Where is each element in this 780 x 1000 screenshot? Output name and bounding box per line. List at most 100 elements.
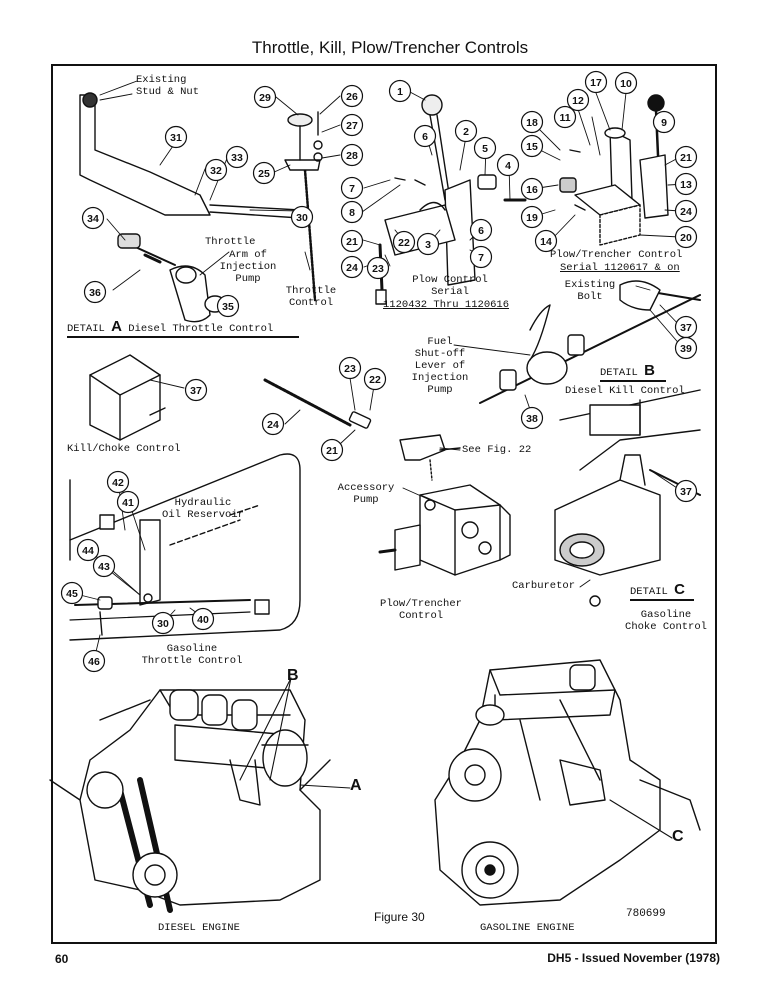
carburetor-drawing [554, 389, 701, 607]
callout-32: 32 [204, 158, 228, 182]
throttle-cable-30 [284, 111, 323, 302]
callout-circle [151, 611, 175, 635]
callout-circle [76, 538, 100, 562]
callout-number: 21 [346, 236, 358, 248]
callout-number: 28 [346, 150, 358, 162]
callout-circle [83, 280, 107, 304]
callout-number: 39 [680, 343, 692, 355]
callout-46: 46 [82, 649, 106, 673]
callout-circle [252, 161, 276, 185]
accessory-pump-drawing [378, 484, 511, 576]
callout-circle [496, 153, 520, 177]
callout-3: 3 [416, 232, 440, 256]
callout-26: 26 [340, 84, 364, 108]
callout-39: 39 [674, 336, 698, 360]
callout-circle [469, 218, 493, 242]
diesel-engine-drawing [49, 689, 331, 913]
callout-15: 15 [520, 134, 544, 158]
figure-label: Figure 30 [374, 910, 425, 924]
callout-circle [366, 256, 390, 280]
callout-circle [553, 105, 577, 129]
callout-number: 7 [349, 183, 355, 195]
callout-number: 21 [326, 445, 338, 457]
callout-21: 21 [320, 438, 344, 462]
callout-17: 17 [584, 70, 608, 94]
callout-circle [674, 172, 698, 196]
callout-number: 38 [526, 413, 538, 425]
callout-21: 21 [340, 229, 364, 253]
plow-trencher-control-top [559, 94, 669, 246]
callout-circle [534, 229, 558, 253]
callout-number: 37 [680, 322, 692, 334]
callout-number: 18 [526, 117, 538, 129]
callout-number: 37 [680, 486, 692, 498]
callout-29: 29 [253, 85, 277, 109]
callout-circle [469, 245, 493, 269]
clevis-34 [117, 233, 176, 266]
callout-circle [81, 206, 105, 230]
callout-circle [290, 205, 314, 229]
callout-43: 43 [92, 554, 116, 578]
callout-circle [652, 110, 676, 134]
callout-6: 6 [469, 218, 493, 242]
callout-41: 41 [116, 490, 140, 514]
callout-number: 41 [122, 497, 134, 509]
callout-24: 24 [674, 199, 698, 223]
callout-circle [216, 294, 240, 318]
callout-number: 6 [478, 225, 484, 237]
pointer-letter-b: B [287, 667, 299, 684]
label-kill-choke: Kill/Choke Control [67, 443, 181, 455]
callout-number: 13 [680, 179, 692, 191]
callout-circle [520, 110, 544, 134]
kill-choke-bracket [89, 354, 166, 441]
callout-number: 34 [87, 213, 99, 225]
callout-number: 46 [88, 656, 100, 668]
callout-circle [92, 554, 116, 578]
callout-number: 30 [157, 618, 169, 630]
callout-circle [454, 119, 478, 143]
callout-30: 30 [290, 205, 314, 229]
callout-40: 40 [191, 607, 215, 631]
callout-30: 30 [151, 611, 175, 635]
callout-circle [416, 232, 440, 256]
callout-number: 8 [349, 207, 355, 219]
callout-circle [614, 71, 638, 95]
callout-number: 23 [372, 263, 384, 275]
callout-number: 16 [526, 184, 538, 196]
callout-16: 16 [520, 177, 544, 201]
callout-2: 2 [454, 119, 478, 143]
gasoline-engine-drawing [434, 659, 701, 906]
callout-42: 42 [106, 470, 130, 494]
callout-31: 31 [164, 125, 188, 149]
callout-25: 25 [252, 161, 276, 185]
callout-circle [413, 124, 437, 148]
callout-number: 33 [231, 152, 243, 164]
callout-circle [164, 125, 188, 149]
callout-number: 22 [398, 237, 410, 249]
callout-37: 37 [674, 315, 698, 339]
callout-6: 6 [413, 124, 437, 148]
callout-27: 27 [340, 113, 364, 137]
callout-circle [204, 158, 228, 182]
callout-7: 7 [340, 176, 364, 200]
callout-34: 34 [81, 206, 105, 230]
callout-33: 33 [225, 145, 249, 169]
callout-9: 9 [652, 110, 676, 134]
label-plow-control-serial: 1120432 Thru 1120616 [383, 299, 510, 311]
callout-circle [674, 199, 698, 223]
callout-number: 12 [572, 95, 584, 107]
label-carburetor: Carburetor [512, 580, 576, 592]
callout-number: 31 [170, 132, 182, 144]
callout-circle [674, 479, 698, 503]
callout-circle [340, 113, 364, 137]
callout-circle [392, 230, 416, 254]
cable-24-assembly [263, 378, 461, 481]
kill-control-cable [479, 280, 701, 404]
callout-number: 27 [346, 120, 358, 132]
callout-circle [320, 438, 344, 462]
callout-number: 30 [296, 212, 308, 224]
callout-number: 24 [346, 262, 358, 274]
